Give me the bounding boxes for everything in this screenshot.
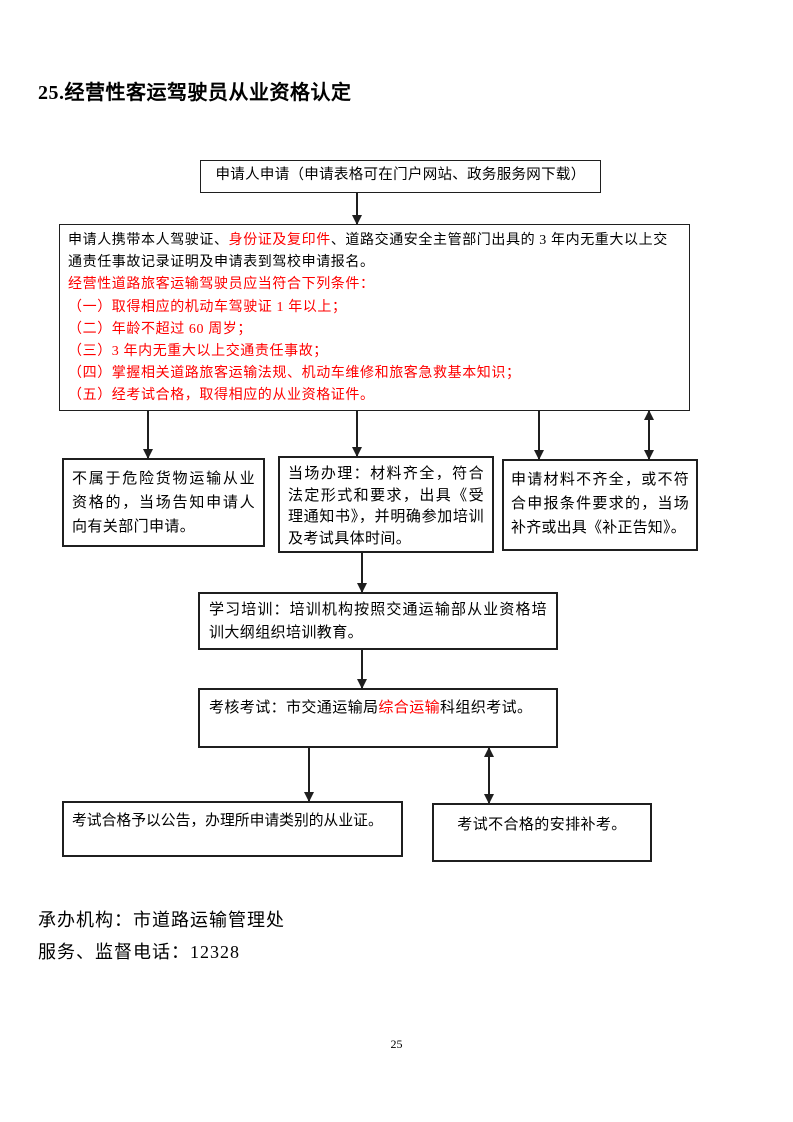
flow-box-incomplete-materials-text: 申请材料不齐全，或不符合申报条件要求的，当场补齐或出具《补正告知》。	[511, 472, 689, 536]
flow-box-exam-part2: 科组织考试。	[440, 700, 533, 716]
flow-box-pass: 考试合格予以公告，办理所申请类别的从业证。	[62, 801, 403, 857]
requirements-condition-4: （四）掌握相关道路旅客运输法规、机动车维修和旅客急救基本知识；	[68, 366, 521, 382]
flow-box-onsite-handling: 当场办理：材料齐全，符合法定形式和要求，出具《受理通知书》，并明确参加培训及考试…	[278, 456, 494, 553]
flow-box-onsite-handling-text: 当场办理：材料齐全，符合法定形式和要求，出具《受理通知书》，并明确参加培训及考试…	[288, 466, 484, 547]
connector-requirements-to-onsite	[352, 411, 362, 457]
connector-requirements-incomplete-bidirectional	[644, 410, 654, 460]
requirements-condition-2: （二）年龄不超过 60 周岁；	[68, 321, 252, 337]
flow-box-apply: 申请人申请（申请表格可在门户网站、政务服务网下载）	[200, 160, 601, 193]
flow-box-training-text: 学习培训：培训机构按照交通运输部从业资格培训大纲组织培训教育。	[209, 602, 547, 641]
footer-agency: 承办机构：市道路运输管理处	[38, 910, 285, 930]
flow-box-requirements: 申请人携带本人驾驶证、身份证及复印件、道路交通安全主管部门出具的 3 年内无重大…	[59, 224, 690, 411]
arrowhead-down-icon	[143, 449, 153, 459]
flow-box-fail: 考试不合格的安排补考。	[432, 803, 652, 862]
requirements-condition-3: （三）3 年内无重大以上交通责任事故；	[68, 344, 328, 360]
requirements-intro-part1: 申请人携带本人驾驶证、	[68, 233, 229, 248]
flow-box-training: 学习培训：培训机构按照交通运输部从业资格培训大纲组织培训教育。	[198, 592, 558, 650]
arrowhead-down-icon	[357, 679, 367, 689]
arrowhead-up-icon	[644, 410, 654, 420]
flow-box-apply-text: 申请人申请（申请表格可在门户网站、政务服务网下载）	[215, 167, 586, 183]
connector-exam-to-pass	[304, 748, 314, 802]
connector-exam-fail-bidirectional	[484, 747, 494, 804]
page-title: 25.经营性客运驾驶员从业资格认定	[38, 82, 352, 104]
flow-box-incomplete-materials: 申请材料不齐全，或不符合申报条件要求的，当场补齐或出具《补正告知》。	[502, 459, 698, 551]
flow-box-exam-part1: 考核考试：市交通运输局	[209, 700, 379, 716]
requirements-intro-part2: 、道路交通安全主管部门出具的 3 年内无重大以上交通责任事故记录证明及申请表到驾…	[68, 233, 668, 271]
requirements-intro-highlight: 身份证及复印件	[228, 233, 331, 248]
connector-onsite-to-training	[357, 553, 367, 593]
connector-apply-to-requirements	[352, 193, 362, 225]
requirements-condition-1: （一）取得相应的机动车驾驶证 1 年以上；	[68, 299, 347, 315]
requirements-condition-5: （五）经考试合格，取得相应的从业资格证件。	[68, 388, 375, 404]
page-number: 25	[390, 1037, 403, 1051]
arrowhead-down-icon	[352, 447, 362, 457]
requirements-conditions-heading: 经营性道路旅客运输驾驶员应当符合下列条件：	[68, 277, 375, 293]
flow-box-not-eligible-text: 不属于危险货物运输从业资格的，当场告知申请人向有关部门申请。	[72, 471, 255, 535]
footer-hotline: 服务、监督电话：12328	[38, 942, 240, 962]
arrowhead-down-icon	[644, 450, 654, 460]
connector-requirements-to-not-eligible	[143, 411, 153, 459]
flow-box-fail-text: 考试不合格的安排补考。	[457, 817, 627, 833]
flow-box-not-eligible: 不属于危险货物运输从业资格的，当场告知申请人向有关部门申请。	[62, 458, 265, 547]
arrowhead-down-icon	[304, 792, 314, 802]
arrowhead-down-icon	[484, 794, 494, 804]
connector-training-to-exam	[357, 650, 367, 689]
flow-box-exam: 考核考试：市交通运输局综合运输科组织考试。	[198, 688, 558, 748]
connector-requirements-to-incomplete	[534, 411, 544, 460]
flow-box-exam-highlight: 综合运输	[378, 700, 441, 716]
arrowhead-up-icon	[484, 747, 494, 757]
flow-box-pass-text: 考试合格予以公告，办理所申请类别的从业证。	[72, 813, 383, 829]
arrowhead-down-icon	[534, 450, 544, 460]
requirements-intro: 申请人携带本人驾驶证、身份证及复印件、道路交通安全主管部门出具的 3 年内无重大…	[68, 230, 681, 274]
arrowhead-down-icon	[357, 583, 367, 593]
arrowhead-down-icon	[352, 215, 362, 225]
